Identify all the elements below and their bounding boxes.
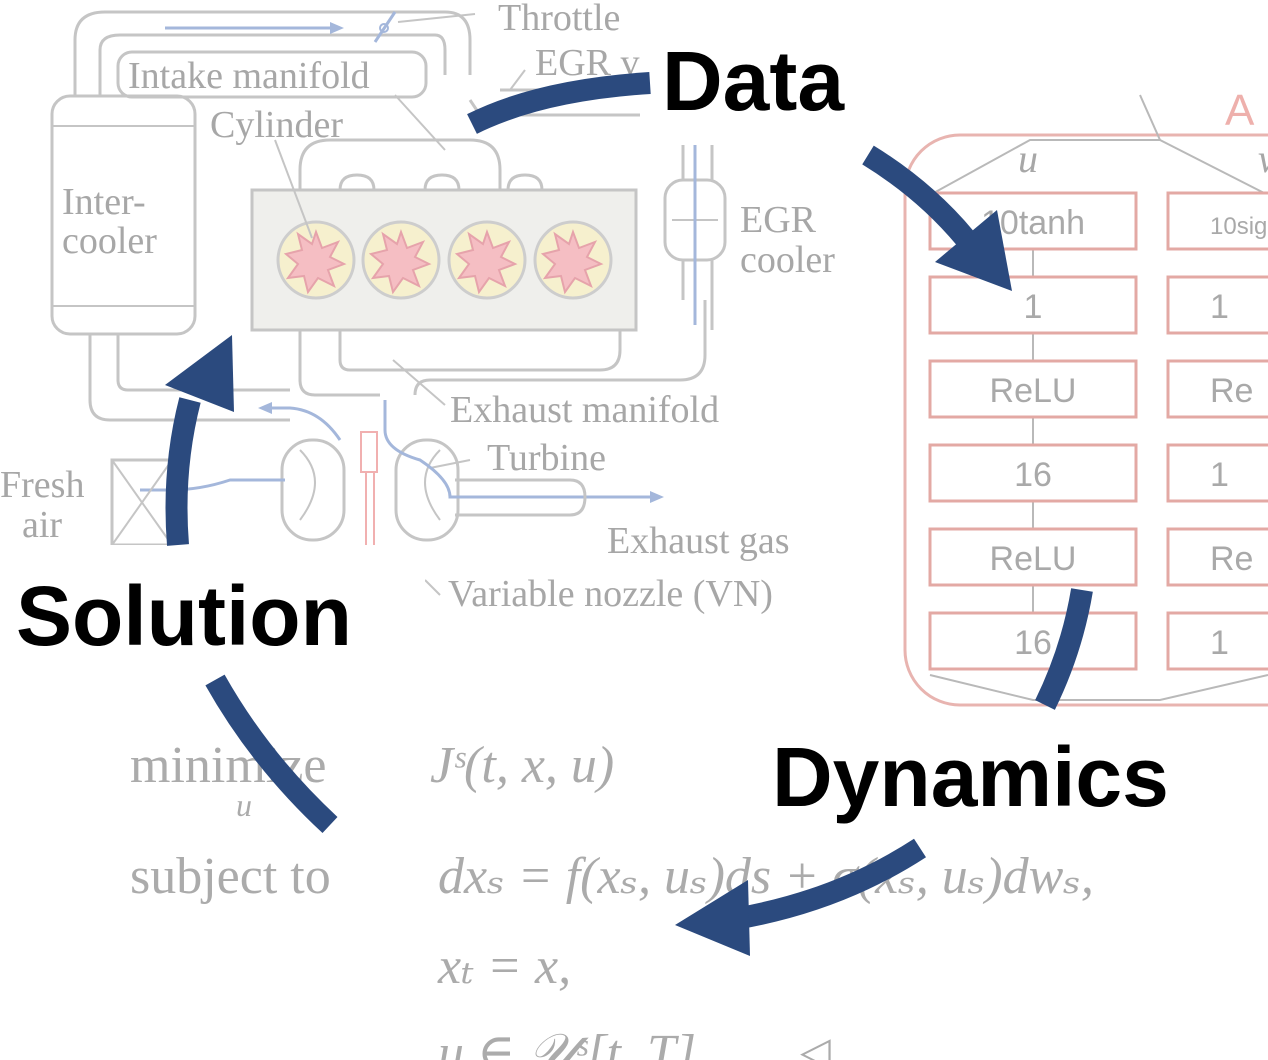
triangle-marker: ◁: [800, 1029, 831, 1060]
minimize-subscript: u: [236, 787, 252, 823]
data-label: Data: [662, 34, 845, 128]
turbine-label: Turbine: [487, 437, 606, 479]
solution-label: Solution: [16, 569, 352, 663]
network-input-u: u: [1018, 136, 1038, 181]
optimization-problem: minimize u Jˢ(t, x, u) subject to dxₛ = …: [130, 737, 1094, 1060]
network-right-box-5: [1166, 611, 1268, 671]
constraint-dynamics: dxₛ = f(xₛ, uₛ)ds + σ(xₛ, uₛ)dwₛ,: [438, 848, 1094, 905]
variable-nozzle-label: Variable nozzle (VN): [448, 573, 773, 615]
arrow-dynamics-to-solution-head: [675, 880, 750, 956]
network-right-box-1: [1166, 275, 1268, 335]
network-right-label-4: Re: [1210, 540, 1253, 578]
cycle-arrows: [165, 72, 1093, 956]
network-left-label-2: ReLU: [990, 372, 1077, 410]
arrow-dynamics-shaft: [1035, 588, 1093, 710]
network-right-label-1: 1: [1210, 288, 1229, 326]
network-right-box-3: [1166, 443, 1268, 503]
intercooler-label-2: cooler: [62, 220, 157, 262]
arrow-solution-up-head: [165, 335, 234, 412]
network-left-label-4: ReLU: [990, 540, 1077, 578]
arrow-solution-to-data: [467, 72, 651, 134]
constraint-initial: xₜ = x,: [437, 938, 571, 995]
network-right-box-0: [1166, 191, 1268, 251]
egr-cooler-label-2: cooler: [740, 239, 835, 281]
network-left-box-5: [928, 611, 1138, 671]
arrow-data-to-dynamics-head: [935, 210, 1012, 291]
cylinder-icons: [276, 220, 613, 300]
exhaust-manifold-label: Exhaust manifold: [450, 389, 719, 431]
network-right-label-0: 10sig: [1210, 213, 1267, 240]
fresh-air-label-1: Fresh: [0, 464, 84, 506]
network-left-label-3: 16: [1014, 456, 1052, 494]
network-input-v: v: [1258, 136, 1268, 181]
network-left-label-1: 1: [1024, 288, 1043, 326]
constraint-control: u ∈ 𝒰ˢ[t, T]: [438, 1025, 696, 1060]
network-left-box-1: [928, 275, 1138, 335]
network-left-box-4: [928, 527, 1138, 587]
cylinder-label: Cylinder: [210, 104, 343, 146]
objective: Jˢ(t, x, u): [430, 737, 614, 794]
egr-cooler-label-1: EGR: [740, 199, 817, 241]
network-right-label-5: 1: [1210, 624, 1229, 662]
intercooler-label-1: Inter-: [62, 181, 146, 223]
network-left-label-5: 16: [1014, 624, 1052, 662]
fresh-air-label-2: air: [22, 504, 62, 546]
intake-manifold-label: Intake manifold: [128, 55, 370, 97]
network-left-box-2: [928, 359, 1138, 419]
arrow-data-to-dynamics-shaft: [862, 145, 974, 246]
engine-schematic: [50, 10, 727, 596]
network-right-label-3: 1: [1210, 456, 1229, 494]
network-right-label-2: Re: [1210, 372, 1253, 410]
arrow-lower-left-shaft: [205, 674, 338, 834]
network-right-box-4: [1166, 527, 1268, 587]
subject-to-label: subject to: [130, 848, 331, 905]
arrow-solution-up-shaft: [165, 397, 201, 546]
network-title-fragment: A: [1225, 86, 1255, 135]
network-left-box-3: [928, 443, 1138, 503]
arrow-dynamics-to-solution-shaft: [738, 838, 926, 929]
network-right-box-2: [1166, 359, 1268, 419]
exhaust-gas-label: Exhaust gas: [607, 520, 790, 562]
dynamics-label: Dynamics: [772, 730, 1169, 824]
throttle-label: Throttle: [498, 0, 620, 39]
